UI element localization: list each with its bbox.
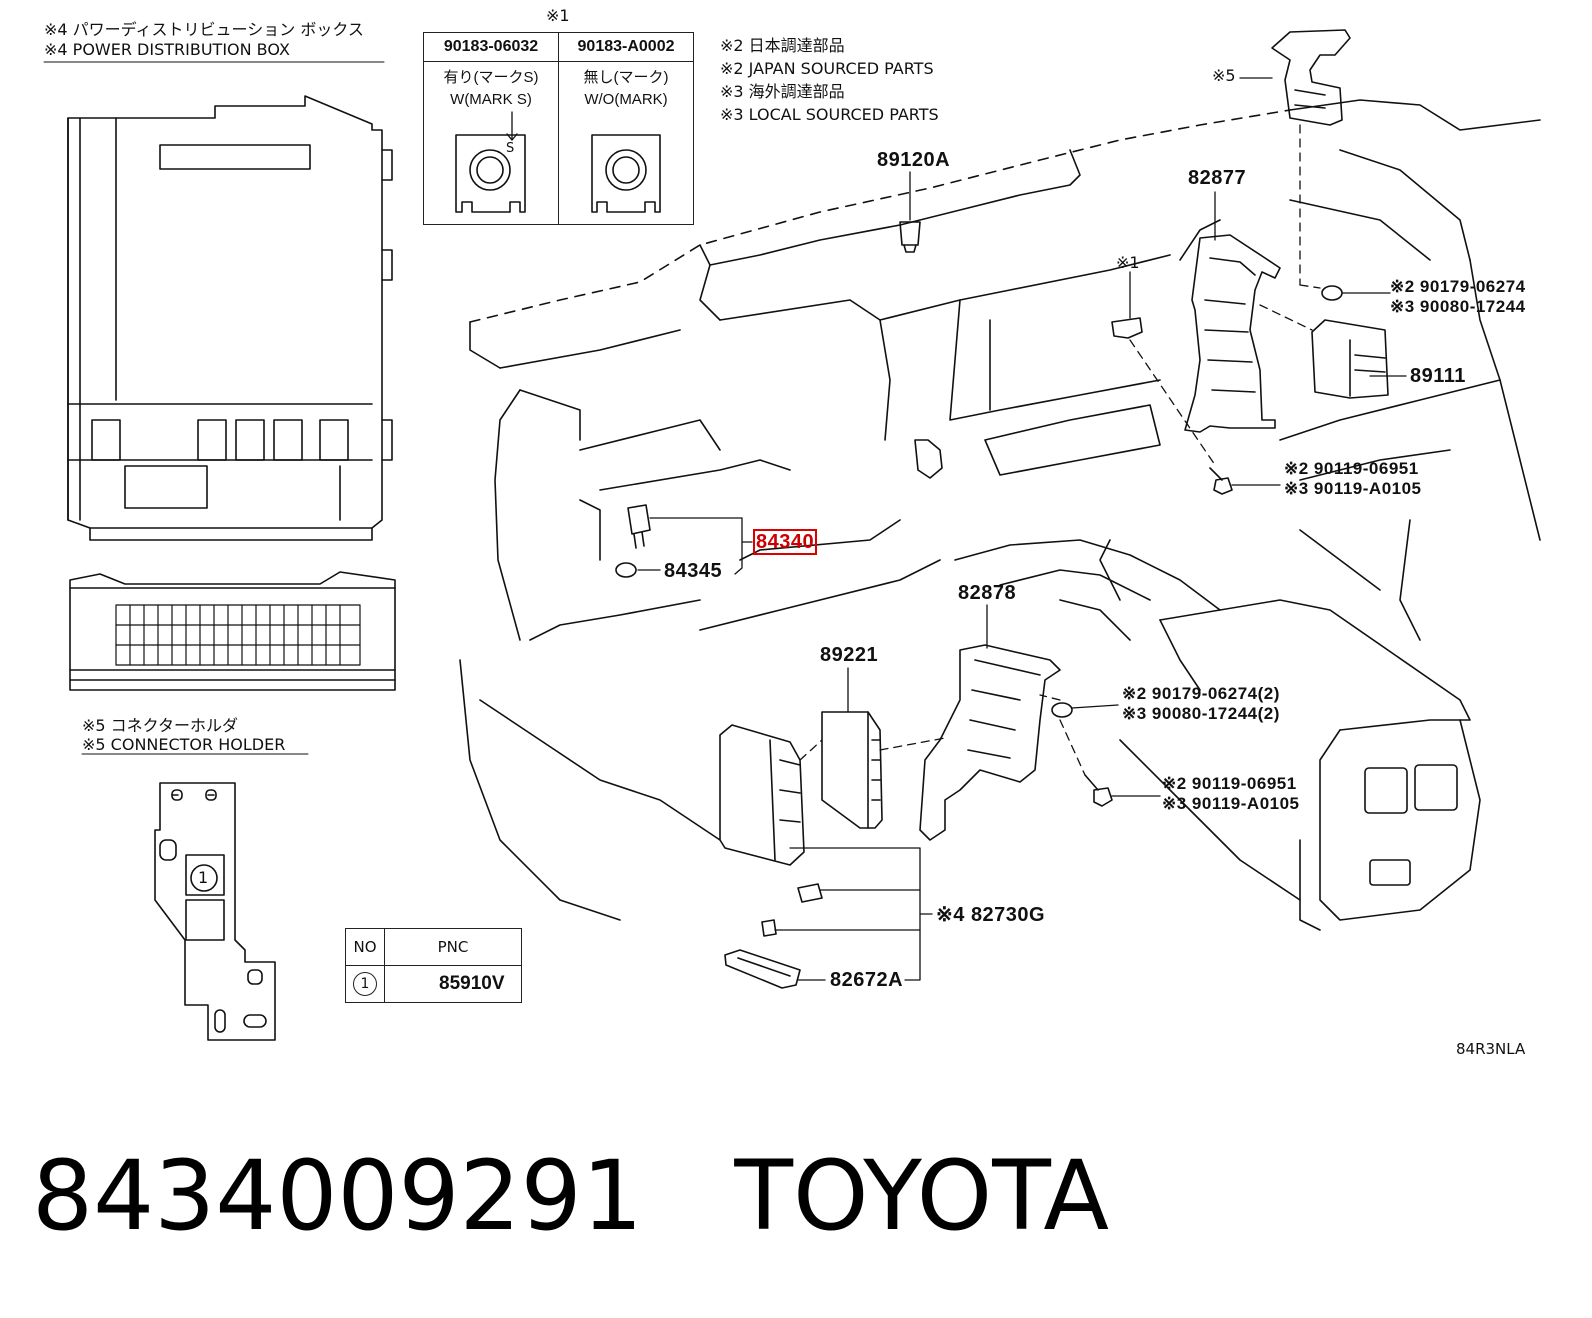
japan-parts-jp: ※2 日本調達部品	[720, 36, 845, 55]
dashboard-illustration	[459, 99, 1541, 931]
pnc-table: NO PNC 1 85910V	[345, 928, 522, 1003]
part-number: 8434009291	[32, 1140, 643, 1252]
mark-table-col2-cell: 無し(マーク) W/O(MARK)	[558, 61, 694, 225]
callout-89120A[interactable]: 89120A	[877, 149, 951, 171]
mark-table: 90183-06032 90183-A0002 有り(マークS) W(MARK …	[423, 32, 694, 225]
mark-table-col1-pn: 90183-06032	[423, 32, 559, 62]
callout-mark5: ※5	[1212, 66, 1236, 85]
fuse-grid	[115, 604, 361, 666]
mark-table-col1-en: W(MARK S)	[450, 91, 532, 108]
local-parts-en: ※3 LOCAL SOURCED PARTS	[720, 105, 939, 124]
nut-upper-illustration	[1321, 285, 1343, 301]
ecu-89221-illustration	[821, 711, 883, 829]
power-distribution-box-illustration	[67, 95, 396, 691]
pnc-row-pnc: 85910V	[384, 965, 522, 1003]
note1-mark: ※1	[546, 6, 570, 25]
cushion-84345-illustration	[615, 562, 637, 578]
clip-mark1-illustration	[1111, 317, 1143, 339]
bracket-82877-illustration	[1184, 234, 1281, 433]
mark-table-col2-en: W/O(MARK)	[584, 91, 668, 108]
circle-one-mark	[190, 864, 218, 892]
pdb-label-en: ※4 POWER DISTRIBUTION BOX	[44, 40, 290, 59]
callout-82877[interactable]: 82877	[1188, 167, 1247, 189]
connector-holder-en: ※5 CONNECTOR HOLDER	[82, 735, 286, 754]
callout-84340-highlighted[interactable]: 84340	[752, 529, 818, 555]
mark-s-letter: S	[506, 141, 515, 156]
pnc-header-no: NO	[345, 928, 385, 966]
connector-holder-circle-one: 1	[198, 868, 209, 887]
mark-table-col2-pn: 90183-A0002	[558, 32, 694, 62]
pdb-label-jp: ※4 パワーディストリビューション ボックス	[44, 20, 364, 39]
clip-89120A-illustration	[899, 221, 921, 253]
nut-lower-illustration	[1051, 702, 1073, 718]
callout-90119-A0105-lower[interactable]: ※3 90119-A0105	[1162, 794, 1300, 813]
switch-84340-illustration	[627, 504, 651, 549]
diagram-code: 84R3NLA	[1456, 1040, 1526, 1058]
junction-block-illustration	[719, 724, 805, 866]
callout-90179-06274-lower[interactable]: ※2 90179-06274(2)	[1122, 684, 1280, 703]
callout-90080-17244-lower[interactable]: ※3 90080-17244(2)	[1122, 704, 1280, 723]
callout-90119-06951-upper[interactable]: ※2 90119-06951	[1284, 459, 1419, 478]
callout-90179-06274-upper[interactable]: ※2 90179-06274	[1390, 277, 1526, 296]
brand-name: TOYOTA	[734, 1140, 1110, 1252]
local-parts-jp: ※3 海外調達部品	[720, 82, 845, 101]
pnc-header-pnc: PNC	[384, 928, 522, 966]
module-89111-illustration	[1311, 319, 1389, 399]
part-title: 8434009291 TOYOTA	[32, 1148, 1109, 1244]
callout-mark1: ※1	[1116, 253, 1140, 272]
japan-parts-en: ※2 JAPAN SOURCED PARTS	[720, 59, 934, 78]
callout-89221[interactable]: 89221	[820, 644, 879, 666]
cover-82672A-illustration	[724, 949, 801, 989]
callout-90119-A0105-upper[interactable]: ※3 90119-A0105	[1284, 479, 1422, 498]
callout-82672A[interactable]: 82672A	[830, 969, 904, 991]
connector-holder-5-illustration	[1271, 29, 1351, 126]
leader-lines	[43, 61, 1407, 981]
bolt-lower-illustration	[1084, 774, 1113, 807]
callout-90119-06951-lower[interactable]: ※2 90119-06951	[1162, 774, 1297, 793]
mark-table-col2-jp: 無し(マーク)	[583, 69, 669, 86]
callout-90080-17244-upper[interactable]: ※3 90080-17244	[1390, 297, 1526, 316]
connector-holder-jp: ※5 コネクターホルダ	[82, 716, 239, 735]
clip-small-illustration	[761, 919, 777, 937]
callout-82730G[interactable]: ※4 82730G	[936, 904, 1046, 926]
relay-illustration	[797, 883, 823, 903]
mark-table-col1-cell: 有り(マークS) W(MARK S)	[423, 61, 559, 225]
pnc-row-no: 1	[345, 965, 385, 1003]
callout-84345[interactable]: 84345	[664, 560, 723, 582]
callout-89111[interactable]: 89111	[1410, 365, 1466, 387]
bolt-upper-illustration	[1209, 467, 1233, 495]
mark-table-col1-jp: 有り(マークS)	[443, 69, 539, 86]
bracket-82878-illustration	[919, 644, 1061, 841]
pnc-row-no-circle: 1	[353, 972, 377, 996]
callout-82878[interactable]: 82878	[958, 582, 1017, 604]
connector-holder-illustration	[154, 782, 276, 1041]
